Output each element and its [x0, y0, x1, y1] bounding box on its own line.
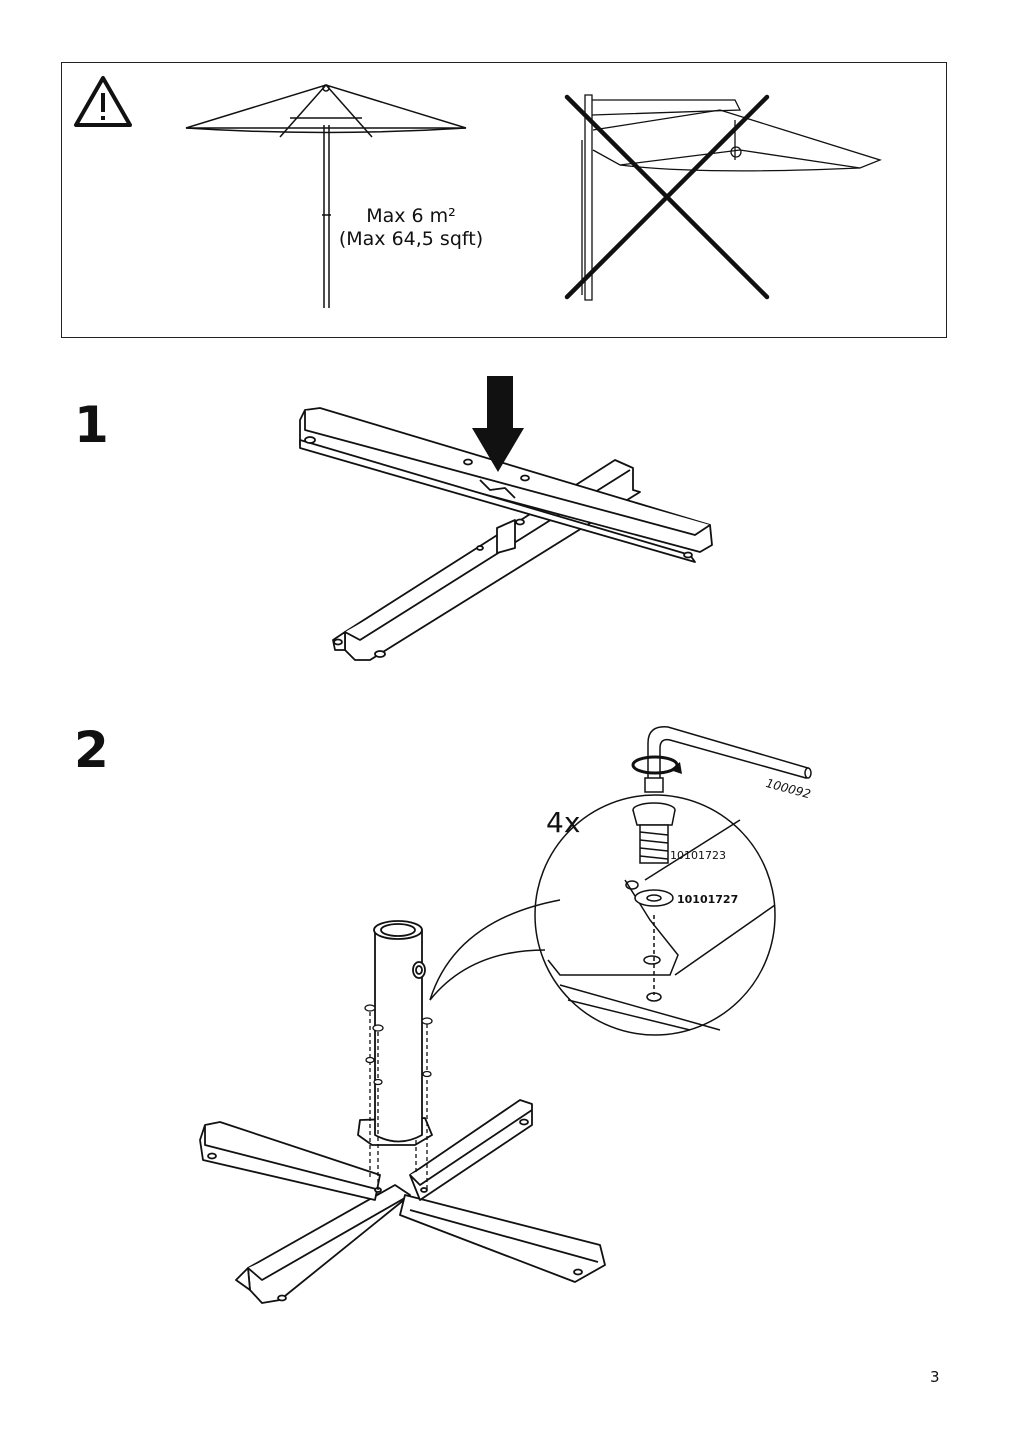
- umbrella-allowed-illustration: [185, 84, 467, 308]
- screw-part-number: 10101723: [670, 849, 726, 862]
- down-arrow-icon: [472, 376, 524, 472]
- max-area-imperial: (Max 64,5 sqft): [338, 228, 484, 250]
- detail-magnifier-callout: [429, 794, 776, 1036]
- detail-washer-icon: [634, 889, 674, 907]
- step2-base-illustration: [199, 920, 606, 1304]
- warning-triangle-icon: [74, 76, 132, 127]
- washer-part-number: 10101727: [677, 893, 739, 906]
- quantity-label: 4x: [546, 806, 581, 839]
- step1-base-illustration: [299, 407, 713, 661]
- step-number-2: 2: [74, 721, 109, 779]
- max-area-text: Max 6 m² (Max 64,5 sqft): [326, 205, 496, 251]
- max-area-metric: Max 6 m²: [366, 205, 456, 227]
- detail-screw-icon: [632, 802, 676, 864]
- step-number-1: 1: [74, 396, 109, 454]
- page-number: 3: [930, 1368, 940, 1386]
- allen-key-icon: [644, 726, 812, 793]
- warning-panel: [61, 62, 947, 338]
- cantilever-umbrella-illustration: [581, 94, 882, 301]
- prohibited-cross-icon: [564, 94, 770, 300]
- rotate-clockwise-icon: [631, 755, 682, 775]
- step2-screws-illustration: [364, 1004, 433, 1195]
